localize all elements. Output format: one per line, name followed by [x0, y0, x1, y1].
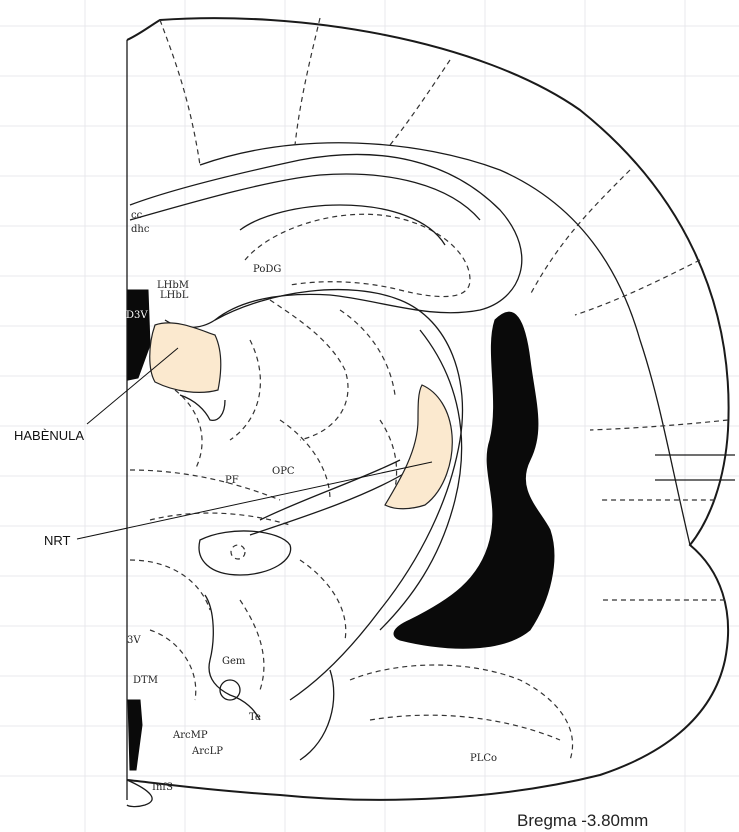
label-d3v: D3V: [126, 310, 148, 321]
nrt-leader-line: [77, 462, 432, 539]
dentate-gyrus: [245, 214, 470, 296]
label-opc: OPC: [272, 466, 295, 477]
label-plco: PLCo: [470, 753, 497, 764]
label-gem: Gem: [222, 656, 246, 667]
callout-habenula: HABÈNULA: [14, 428, 84, 443]
label-podg: PoDG: [253, 264, 281, 275]
label-dtm: DTM: [133, 675, 158, 686]
habenula-region: [150, 323, 221, 393]
3v-ventral: [128, 700, 142, 770]
label-dhc: dhc: [131, 224, 150, 235]
d3v-ventricle: [128, 290, 150, 380]
label-pf: PF: [225, 475, 239, 486]
label-te: Te: [249, 712, 261, 723]
label-lhbl: LHbL: [160, 290, 189, 301]
bregma-caption: Bregma -3.80mm: [517, 811, 648, 830]
hippocampus-outer: [130, 154, 522, 327]
label-infs: InfS: [152, 782, 173, 793]
label-arclp: ArcLP: [191, 746, 223, 757]
cortex-divisions: [160, 18, 735, 600]
cortex-inner-boundary: [200, 143, 690, 545]
callout-nrt: NRT: [44, 533, 71, 548]
label-3v: 3V: [127, 635, 141, 646]
label-arcmp: ArcMP: [172, 730, 208, 741]
label-cc: cc: [131, 210, 143, 221]
nrt-region: [385, 385, 452, 509]
